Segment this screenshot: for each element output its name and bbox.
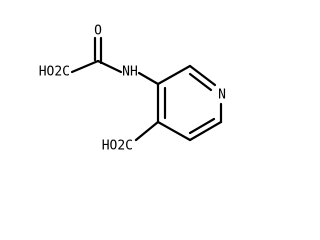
label-acid-bottom: HO2C xyxy=(102,139,133,154)
molecule-structure: O HO2C NH N HO2C xyxy=(39,24,226,154)
bond-acid-carbonyl xyxy=(70,59,100,74)
ring-bond-c6-c5-inner xyxy=(188,117,216,135)
ring-bond-c3-c2 xyxy=(156,64,192,86)
ring-bond-c2-n-inner xyxy=(188,72,213,92)
label-acid-left: HO2C xyxy=(39,65,70,80)
ring-bond-c6-c5 xyxy=(188,120,223,142)
ring-bond-c2-n xyxy=(188,64,217,87)
label-carbonyl-oxygen: O xyxy=(94,24,102,39)
label-amide-nh: NH xyxy=(122,65,138,80)
ring-bond-c5-c4 xyxy=(156,120,192,142)
bond-ring-acid xyxy=(134,120,160,142)
label-ring-nitrogen: N xyxy=(218,88,226,103)
bond-nh-ring xyxy=(137,71,160,86)
bond-carbonyl-nh xyxy=(96,59,123,74)
